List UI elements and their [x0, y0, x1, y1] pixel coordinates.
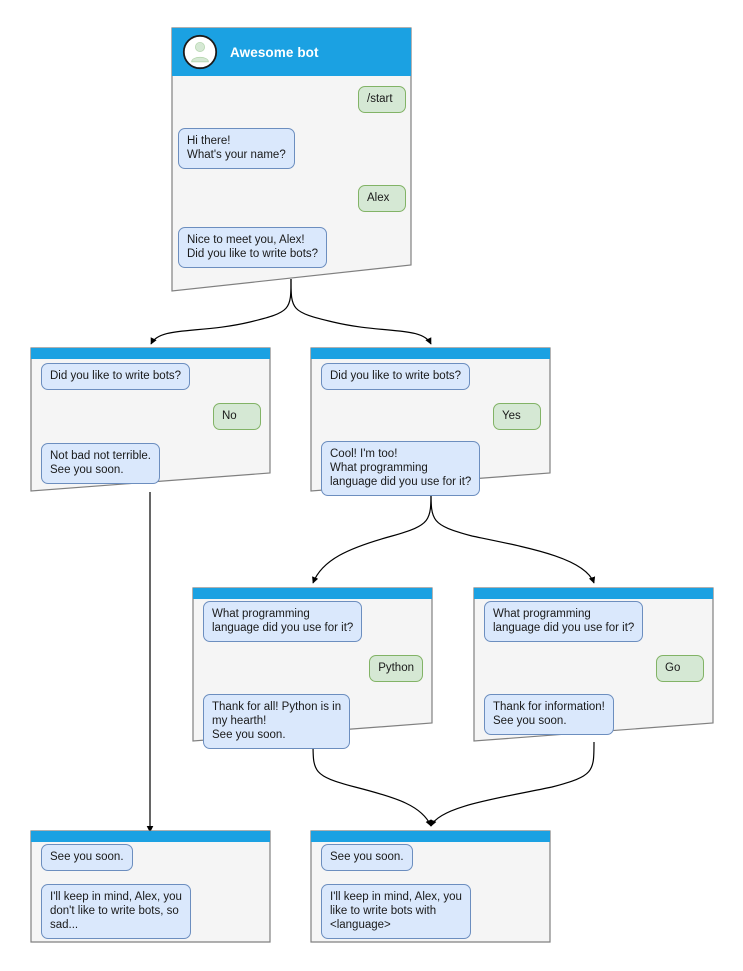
node-python-branch-content: What programming language did you use fo…: [189, 584, 437, 749]
edge-yes-to-python: [312, 489, 432, 584]
node-header-bar: [193, 588, 432, 599]
bot-message-bubble[interactable]: Nice to meet you, Alex! Did you like to …: [178, 227, 328, 268]
bot-message-bubble[interactable]: What programming language did you use fo…: [484, 601, 644, 642]
bot-message-bubble[interactable]: Cool! I'm too! What programming language…: [321, 441, 481, 496]
node-end-sad-content: See you soon. I'll keep in mind, Alex, y…: [27, 827, 275, 947]
message-row: Nice to meet you, Alex! Did you like to …: [178, 227, 406, 268]
node-header-bar: [31, 831, 270, 842]
edge-yes-to-go: [430, 489, 596, 584]
node-header-bar: [474, 588, 713, 599]
bot-message-bubble[interactable]: I'll keep in mind, Alex, you like to wri…: [321, 884, 471, 939]
edge-python-to-end-happy: [312, 741, 432, 827]
node-end-happy-content: See you soon. I'll keep in mind, Alex, y…: [307, 827, 555, 947]
message-row: Thank for all! Python is in my hearth! S…: [203, 694, 423, 749]
node-go-branch-content: What programming language did you use fo…: [470, 584, 718, 746]
node-yes-branch-content: Did you like to write bots? Yes Cool! I'…: [307, 344, 555, 496]
bot-title: Awesome bot: [230, 44, 319, 60]
node-no-branch[interactable]: Did you like to write bots? No Not bad n…: [27, 344, 275, 496]
user-message-bubble[interactable]: Alex: [358, 185, 406, 212]
message-row: Alex: [178, 185, 406, 212]
message-row: What programming language did you use fo…: [484, 601, 704, 642]
node-root[interactable]: Awesome bot /start Hi there! What's your…: [168, 24, 416, 296]
message-row: See you soon.: [41, 844, 261, 871]
bot-message-bubble[interactable]: I'll keep in mind, Alex, you don't like …: [41, 884, 191, 939]
user-message-bubble[interactable]: No: [213, 403, 261, 430]
node-root-content: Awesome bot /start Hi there! What's your…: [168, 24, 416, 296]
node-end-sad[interactable]: See you soon. I'll keep in mind, Alex, y…: [27, 827, 275, 947]
node-header-bar: [311, 831, 550, 842]
message-row: Thank for information! See you soon.: [484, 694, 704, 735]
user-message-bubble[interactable]: /start: [358, 86, 406, 113]
message-row: Hi there! What's your name?: [178, 128, 406, 169]
bot-message-bubble[interactable]: Hi there! What's your name?: [178, 128, 295, 169]
node-end-happy[interactable]: See you soon. I'll keep in mind, Alex, y…: [307, 827, 555, 947]
chat-go-branch: What programming language did you use fo…: [470, 599, 718, 735]
edge-go-to-end-happy: [430, 741, 595, 827]
message-row: Yes: [321, 403, 541, 430]
chat-end-sad: See you soon. I'll keep in mind, Alex, y…: [27, 842, 275, 939]
person-avatar-icon: [182, 34, 218, 70]
chat-yes-branch: Did you like to write bots? Yes Cool! I'…: [307, 359, 555, 496]
node-yes-branch[interactable]: Did you like to write bots? Yes Cool! I'…: [307, 344, 555, 496]
user-message-bubble[interactable]: Python: [369, 655, 423, 682]
node-go-branch[interactable]: What programming language did you use fo…: [470, 584, 718, 746]
message-row: No: [41, 403, 261, 430]
message-row: Go: [484, 655, 704, 682]
message-row: Did you like to write bots?: [321, 363, 541, 390]
message-row: Cool! I'm too! What programming language…: [321, 441, 541, 496]
message-row: What programming language did you use fo…: [203, 601, 423, 642]
bot-header-bar: Awesome bot: [172, 28, 411, 76]
chat-no-branch: Did you like to write bots? No Not bad n…: [27, 359, 275, 484]
chat-end-happy: See you soon. I'll keep in mind, Alex, y…: [307, 842, 555, 939]
message-row: Python: [203, 655, 423, 682]
message-row: See you soon.: [321, 844, 541, 871]
bot-message-bubble[interactable]: Did you like to write bots?: [321, 363, 471, 390]
bot-message-bubble[interactable]: What programming language did you use fo…: [203, 601, 363, 642]
bot-message-bubble[interactable]: Thank for all! Python is in my hearth! S…: [203, 694, 351, 749]
node-header-bar: [31, 348, 270, 359]
message-row: I'll keep in mind, Alex, you like to wri…: [321, 884, 541, 939]
node-no-branch-content: Did you like to write bots? No Not bad n…: [27, 344, 275, 496]
chat-root: /start Hi there! What's your name? Alex …: [168, 76, 416, 268]
bot-message-bubble[interactable]: Did you like to write bots?: [41, 363, 191, 390]
user-message-bubble[interactable]: Go: [656, 655, 704, 682]
bot-message-bubble[interactable]: Thank for information! See you soon.: [484, 694, 614, 735]
chat-python-branch: What programming language did you use fo…: [189, 599, 437, 749]
message-row: /start: [178, 86, 406, 113]
bot-message-bubble[interactable]: See you soon.: [321, 844, 413, 871]
message-row: I'll keep in mind, Alex, you don't like …: [41, 884, 261, 939]
message-row: Did you like to write bots?: [41, 363, 261, 390]
node-python-branch[interactable]: What programming language did you use fo…: [189, 584, 437, 749]
user-message-bubble[interactable]: Yes: [493, 403, 541, 430]
message-row: Not bad not terrible. See you soon.: [41, 443, 261, 484]
node-header-bar: [311, 348, 550, 359]
bot-message-bubble[interactable]: Not bad not terrible. See you soon.: [41, 443, 161, 484]
bot-message-bubble[interactable]: See you soon.: [41, 844, 133, 871]
